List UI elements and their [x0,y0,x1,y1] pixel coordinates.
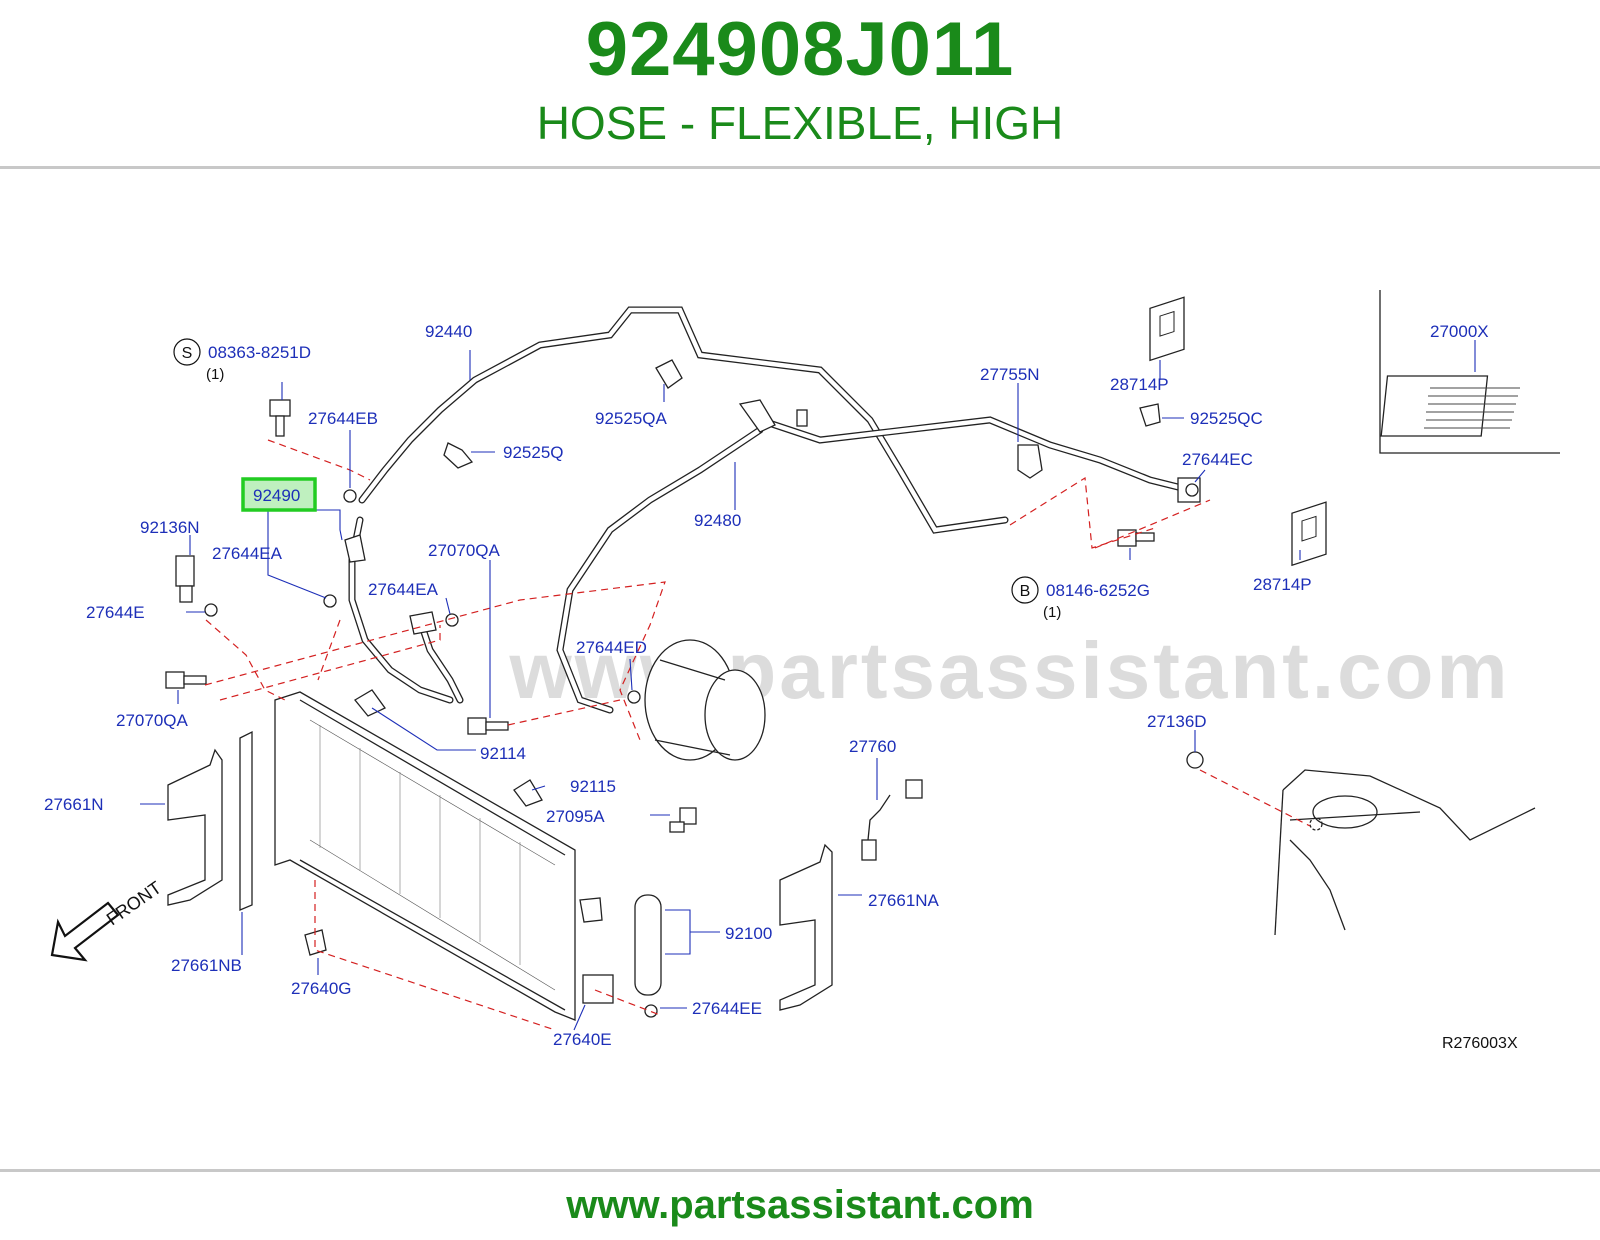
bracket-92480 [738,399,776,433]
callout-27755N[interactable]: 27755N [980,365,1040,384]
callout-92490[interactable]: 92490 [253,486,300,505]
clip-92525QA [655,359,683,389]
callout-labels: 08363-8251D (1) 92440 92525QA 27755N 287… [44,322,1489,1049]
callout-27644E[interactable]: 27644E [86,603,145,622]
callout-08363-qty: (1) [206,366,224,383]
seal-27661NA [779,843,833,1011]
callout-92525Q[interactable]: 92525Q [503,443,564,462]
callout-92136N[interactable]: 92136N [140,518,200,537]
clip-92525Q [443,442,474,469]
callout-92100[interactable]: 92100 [725,924,772,943]
oring-27644EA-1 [323,594,337,608]
callout-27070QA-1[interactable]: 27070QA [428,541,500,560]
callout-27644EA-2[interactable]: 27644EA [368,580,439,599]
oring-27644E [204,603,218,617]
badge-b-letter: B [1020,583,1031,600]
footer-site-url[interactable]: www.partsassistant.com [566,1183,1034,1227]
bolt-27095A [669,807,697,833]
label-plate-icon [1380,375,1489,437]
page-header: 924908J011 HOSE - FLEXIBLE, HIGH [0,0,1600,168]
oring-27644EB [343,489,357,503]
callout-27644EC[interactable]: 27644EC [1182,450,1253,469]
sensor-27760 [861,779,923,861]
callout-28714P-top[interactable]: 28714P [1110,375,1169,394]
callout-27070QA-2[interactable]: 27070QA [116,711,188,730]
receiver-drier-92100 [579,894,662,1004]
label-plate-text-lines [1424,387,1520,429]
front-arrow-icon [50,901,120,962]
callout-28714P-right[interactable]: 28714P [1253,575,1312,594]
leader-lines [140,350,1301,1031]
callout-27760[interactable]: 27760 [849,737,896,756]
front-label: FRONT [103,877,165,929]
callout-27000X[interactable]: 27000X [1430,322,1489,341]
callout-27644EA-1[interactable]: 27644EA [212,544,283,563]
condenser [274,691,576,1021]
seal-27661N [167,748,223,906]
callout-27644EE[interactable]: 27644EE [692,999,762,1018]
bracket-92114 [354,689,386,717]
callout-27640G[interactable]: 27640G [291,979,352,998]
footer-divider [0,1169,1600,1172]
hose-flange [344,534,366,563]
pad-28714P-top [1149,296,1185,362]
bolt-27070QA-right [467,717,509,735]
callout-08146-6252G[interactable]: 08146-6252G [1046,581,1150,600]
callout-92525QA[interactable]: 92525QA [595,409,667,428]
callout-27644ED[interactable]: 27644ED [576,638,647,657]
callout-27644EB[interactable]: 27644EB [308,409,378,428]
badge-s-circle [173,338,201,366]
inset-frame [1379,290,1560,454]
callout-92525QC[interactable]: 92525QC [1190,409,1263,428]
bolt-08146-6252G [1117,529,1155,547]
pad-28714P-right [1291,501,1327,567]
oring-27644ED [627,690,641,704]
bolt-27070QA-left [165,671,207,689]
oring-27644EA-2 [445,613,459,627]
clip-92525QC [1139,403,1161,427]
callout-27640E[interactable]: 27640E [553,1030,612,1049]
pipe-fitting [409,611,437,635]
callout-27661NA[interactable]: 27661NA [868,891,940,910]
part-number-title: 924908J011 [585,7,1015,92]
sensor-92136N [175,555,195,603]
callout-27661N[interactable]: 27661N [44,795,104,814]
pipe-92480-upper [756,416,1194,494]
badge-b-circle [1011,576,1039,604]
badge-s-letter: S [182,345,193,362]
diagram-reference-code: R276003X [1442,1035,1518,1052]
callout-08146-qty: (1) [1043,604,1061,621]
service-port [796,409,808,427]
callout-92440[interactable]: 92440 [425,322,472,341]
pipe-92440 [358,306,1009,534]
bolt-08363-8251D [269,399,291,437]
callout-92115[interactable]: 92115 [570,777,616,796]
callout-08363-8251D[interactable]: 08363-8251D [208,343,311,362]
callout-27661NB[interactable]: 27661NB [171,956,242,975]
header-divider [0,166,1600,169]
part-description: HOSE - FLEXIBLE, HIGH [536,97,1064,149]
grommet-27136D [1186,751,1204,769]
bracket-27755N [1017,444,1043,479]
highlight-box-92490[interactable] [241,477,317,512]
oring-27644EE [644,1004,658,1018]
callout-27136D[interactable]: 27136D [1147,712,1207,731]
bracket-92115 [513,779,543,807]
compressor [644,639,766,761]
seal-27661NB [239,730,253,911]
callout-27095A[interactable]: 27095A [546,807,605,826]
callout-92480[interactable]: 92480 [694,511,741,530]
callout-92114[interactable]: 92114 [480,744,526,763]
body-panel-outline [1274,769,1536,936]
oring-27644EC [1185,483,1199,497]
